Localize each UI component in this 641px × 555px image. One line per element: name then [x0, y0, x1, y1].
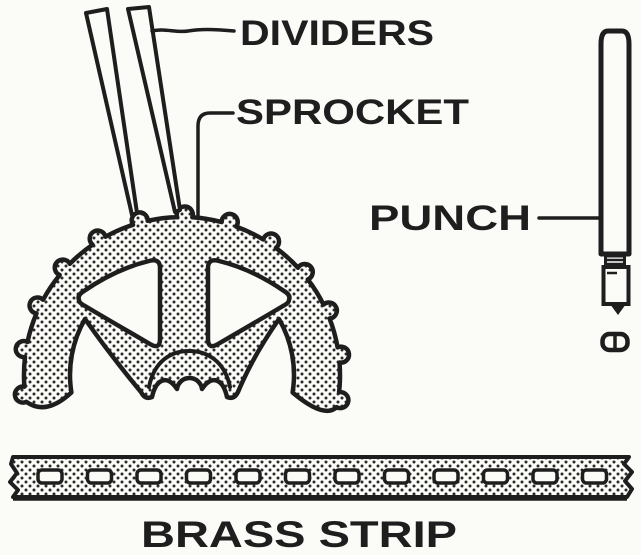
strip-hole	[135, 468, 163, 485]
strip-hole	[580, 468, 609, 485]
strip-hole	[283, 468, 312, 485]
brass-strip-illustration	[8, 455, 634, 501]
sprocket-leader-line	[196, 111, 235, 218]
strip-hole	[382, 468, 411, 485]
dividers-illustration	[84, 5, 182, 217]
strip-hole	[36, 468, 64, 485]
punch-slug	[600, 331, 630, 353]
strip-hole	[531, 468, 559, 485]
punch-body	[598, 28, 632, 257]
punch-point	[610, 304, 626, 315]
label-dividers: DIVIDERS	[240, 14, 434, 53]
strip-holes	[36, 468, 609, 485]
strip-hole	[85, 468, 114, 485]
strip-hole	[184, 468, 213, 485]
strip-hole	[481, 468, 510, 485]
sprocket-illustration	[12, 204, 352, 413]
strip-hole	[333, 468, 361, 485]
sprocket-body	[12, 204, 352, 413]
label-sprocket: SPROCKET	[236, 93, 469, 132]
sprocket-hub-arch-line	[147, 348, 232, 389]
strip-hole	[432, 468, 460, 485]
dividers-leader-line	[150, 27, 236, 34]
label-punch: PUNCH	[369, 199, 531, 238]
divider-left-leg	[84, 7, 139, 217]
label-brass-strip: BRASS STRIP	[141, 514, 457, 555]
strip-hole	[234, 468, 262, 485]
punch-illustration	[598, 28, 632, 353]
divider-right-leg	[126, 5, 182, 214]
